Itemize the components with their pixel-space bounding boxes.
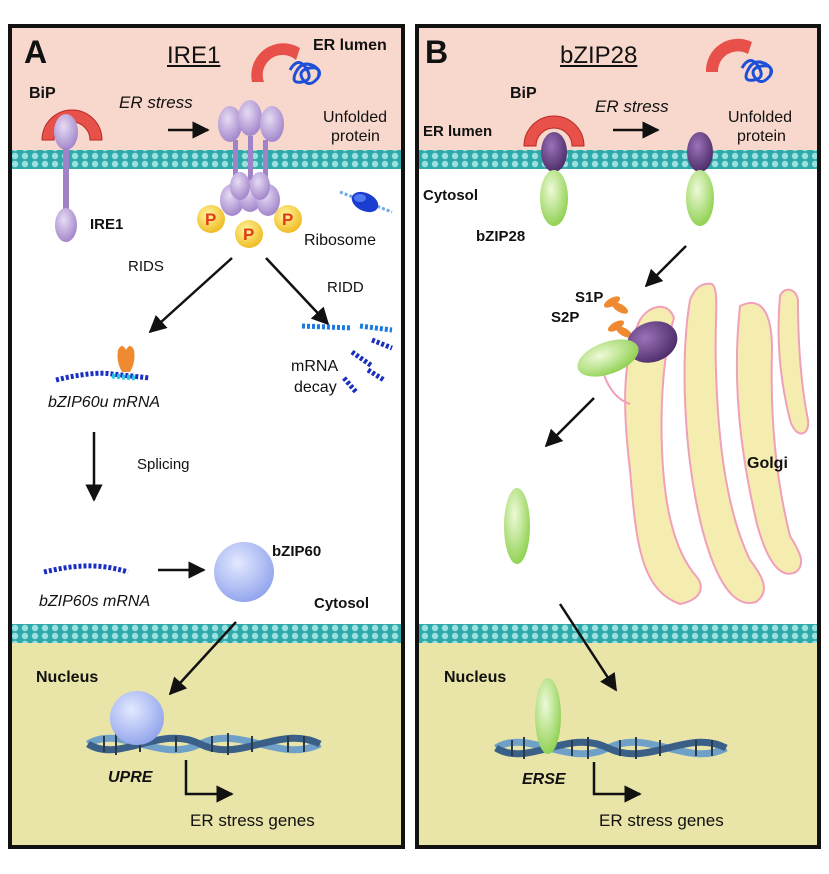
panel-a-title: IRE1 bbox=[167, 42, 221, 69]
ire1-monomer-bottom bbox=[55, 208, 77, 242]
bzip60u-mrna bbox=[55, 346, 151, 383]
bzip28-cytosolic bbox=[504, 488, 530, 564]
ribosome-icon bbox=[339, 190, 393, 214]
s1p-label: S1P bbox=[575, 289, 604, 306]
bzip28-er-purple bbox=[541, 132, 567, 172]
nucleus-label-a: Nucleus bbox=[36, 669, 99, 686]
unfolded-label-a-2: protein bbox=[331, 128, 380, 145]
splicing-label: Splicing bbox=[137, 456, 190, 473]
golgi-label: Golgi bbox=[747, 455, 788, 472]
phospho-circle-2 bbox=[235, 220, 263, 248]
er-lumen-label-b: ER lumen bbox=[423, 123, 493, 140]
bzip60-label: bZIP60 bbox=[272, 543, 322, 560]
bip-label-a: BiP bbox=[29, 85, 56, 102]
bip-label-b: BiP bbox=[510, 85, 537, 102]
ridd-arrow bbox=[265, 257, 330, 326]
nuclear-membrane-a bbox=[10, 624, 403, 643]
ire1-monomer-top bbox=[54, 114, 78, 150]
panel-a-letter: A bbox=[24, 34, 48, 70]
bzip28-cleaved-green bbox=[577, 339, 639, 377]
mrna-decay-label-2: decay bbox=[294, 379, 337, 396]
transcription-arrow-a bbox=[184, 760, 234, 803]
bzip60s-mrna bbox=[43, 563, 129, 575]
unfolded-protein-a bbox=[288, 61, 321, 85]
bzip28-label: bZIP28 bbox=[476, 228, 526, 245]
phospho-circle-3 bbox=[274, 205, 302, 233]
s1p-s2p-proteases bbox=[603, 296, 633, 338]
unfolded-label-b-1: Unfolded bbox=[728, 109, 793, 126]
bzip60-bound bbox=[110, 691, 164, 745]
upre-label: UPRE bbox=[108, 769, 153, 786]
cytosol-label-b: Cytosol bbox=[423, 187, 479, 204]
er-membrane-b-top bbox=[417, 150, 819, 169]
bzip28-bound bbox=[535, 678, 561, 754]
ribosome-label: Ribosome bbox=[304, 232, 377, 249]
mrna-decay-label-1: mRNA bbox=[291, 358, 339, 375]
bzip28-er-green bbox=[540, 170, 568, 226]
bzip28-free-purple bbox=[687, 132, 713, 172]
erse-label: ERSE bbox=[522, 771, 566, 788]
bzip60-protein bbox=[214, 542, 274, 602]
transcription-arrow-b bbox=[592, 762, 642, 803]
ire1-label: IRE1 bbox=[90, 216, 124, 233]
release-arrow bbox=[544, 397, 595, 448]
unfolded-label-a-1: Unfolded bbox=[323, 109, 388, 126]
nucleus-label-b: Nucleus bbox=[444, 669, 507, 686]
phospho-label-3: P bbox=[282, 210, 294, 229]
er-membrane-a-top bbox=[10, 150, 403, 169]
bip-shape-a-lumen bbox=[251, 43, 300, 82]
golgi-apparatus bbox=[599, 282, 810, 606]
panel-a bbox=[8, 24, 405, 849]
bzip28-cleaved-purple bbox=[626, 321, 678, 363]
bip-shape-b-lumen bbox=[705, 38, 752, 72]
golgi-transport-arrow bbox=[644, 245, 687, 288]
phospho-circle-1 bbox=[197, 205, 225, 233]
er-stress-genes-label-b: ER stress genes bbox=[599, 811, 724, 830]
s2p-label: S2P bbox=[551, 309, 580, 326]
er-stress-label-b: ER stress bbox=[595, 97, 669, 116]
er-lumen-label-a: ER lumen bbox=[313, 37, 387, 54]
bzip60u-label: bZIP60u mRNA bbox=[48, 394, 161, 411]
nuclear-membrane-b bbox=[417, 624, 819, 643]
nuclear-import-arrow-a bbox=[168, 621, 237, 696]
er-stress-genes-label-a: ER stress genes bbox=[190, 811, 315, 830]
panel-b-letter: B bbox=[425, 34, 449, 70]
dna-helix-b bbox=[494, 737, 728, 759]
panel-b bbox=[415, 24, 821, 849]
panel-b-title: bZIP28 bbox=[560, 42, 638, 69]
phospho-label-1: P bbox=[205, 210, 217, 229]
mrna-decay-fragments bbox=[301, 323, 393, 394]
cytosol-label-a: Cytosol bbox=[314, 595, 370, 612]
ire1-oligomer bbox=[218, 100, 284, 216]
bzip60s-label: bZIP60s mRNA bbox=[39, 593, 151, 610]
unfolded-protein-b bbox=[740, 59, 773, 83]
bip-shape-b bbox=[523, 115, 585, 147]
ridd-label: RIDD bbox=[327, 279, 364, 296]
phospho-label-2: P bbox=[243, 225, 255, 244]
rids-arrow bbox=[148, 257, 233, 334]
nuclear-import-arrow-b bbox=[558, 603, 618, 692]
bzip28-free-green bbox=[686, 170, 714, 226]
rids-label: RIDS bbox=[128, 258, 164, 275]
unfolded-label-b-2: protein bbox=[737, 128, 786, 145]
er-stress-label-a: ER stress bbox=[119, 93, 193, 112]
